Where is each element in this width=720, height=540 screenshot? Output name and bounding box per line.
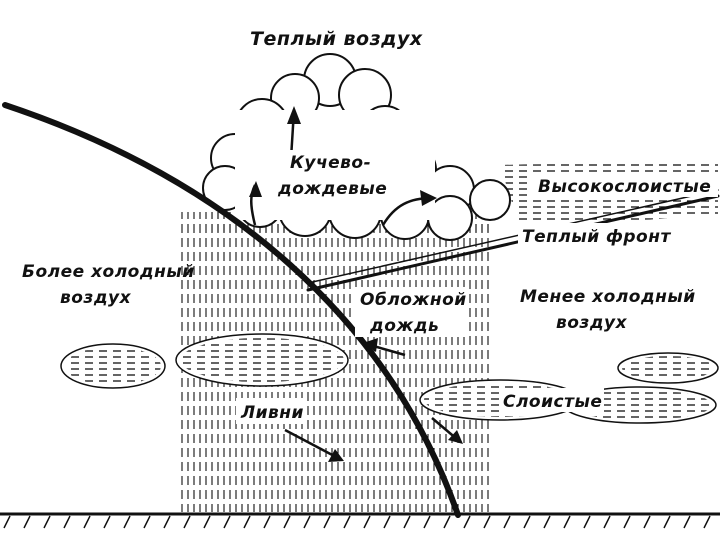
label-altostratus: Высокослоистые — [538, 177, 711, 197]
label-colder-air-2: воздух — [60, 288, 132, 308]
label-cumulonimbus-1: Кучево- — [290, 153, 371, 173]
ground — [0, 514, 720, 540]
label-warm-front: Теплый фронт — [522, 227, 671, 247]
label-less-cold-air-1: Менее холодный — [520, 287, 696, 307]
label-warm-air: Теплый воздух — [250, 28, 423, 50]
central-low-cloud — [176, 334, 348, 386]
label-colder-air-1: Более холодный — [22, 262, 195, 282]
label-steady-rain-2: дождь — [369, 316, 439, 336]
label-cumulonimbus-2: дождевые — [277, 179, 387, 199]
label-less-cold-air-2: воздух — [556, 313, 628, 333]
label-showers: Ливни — [240, 403, 304, 423]
label-stratus: Слоистые — [503, 392, 602, 412]
label-steady-rain-1: Обложной — [360, 290, 467, 310]
cumulonimbus-cloud — [203, 54, 510, 240]
left-small-cloud — [61, 344, 165, 388]
